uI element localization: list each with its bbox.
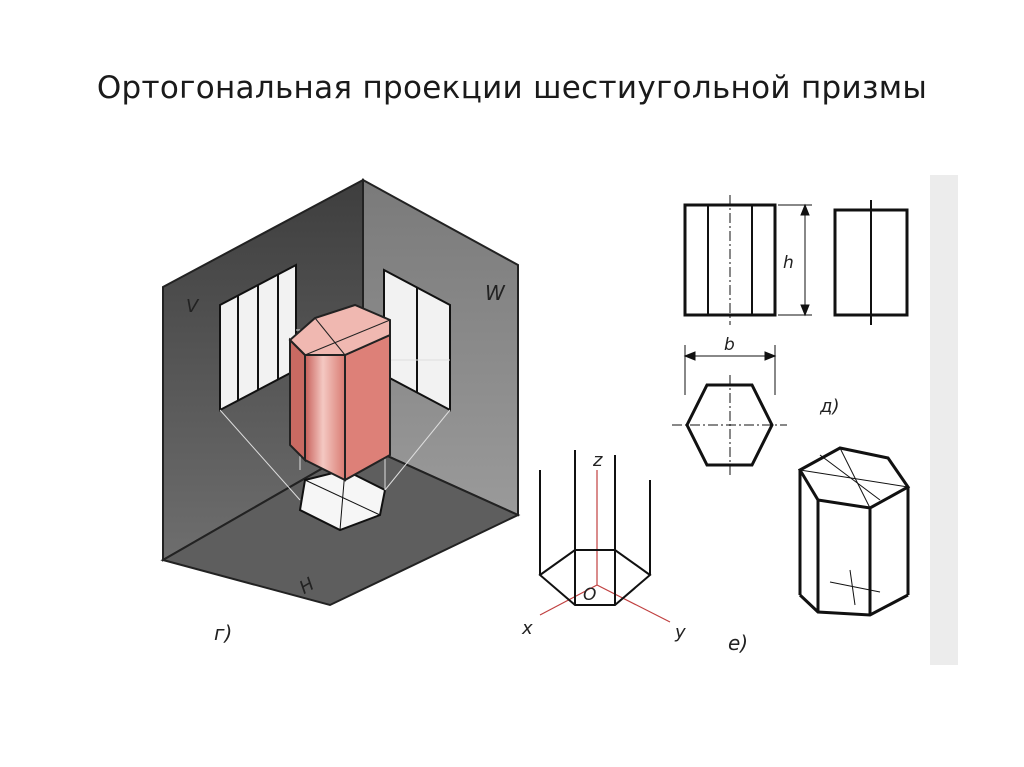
axis-y-label: y [674, 622, 686, 643]
axonometric-sketch: z x y O [521, 450, 686, 643]
figure-g-label: г) [214, 621, 232, 645]
dimension-b-label: b [724, 335, 735, 355]
figure-e-label: е) [728, 631, 748, 655]
side-view [833, 200, 909, 325]
plane-w-label: W [485, 281, 506, 305]
front-view [683, 195, 777, 325]
figure-d-label: д) [819, 396, 839, 417]
origin-label: O [583, 585, 596, 605]
scan-edge [930, 175, 958, 665]
figure-g-planes: V W H г) [160, 178, 521, 645]
dimension-h-label: h [783, 253, 794, 273]
hexagonal-prism [288, 303, 391, 482]
dimension-h [778, 203, 812, 317]
dimension-b [683, 345, 777, 395]
figure-e-isometric: е) [728, 446, 911, 655]
slide-title: Ортогональная проекции шестиугольной при… [96, 70, 928, 106]
plane-v-label: V [186, 296, 200, 317]
top-view-hexagon [672, 375, 787, 475]
isometric-prism [797, 446, 911, 617]
axis-x-label: x [521, 618, 533, 639]
figure-d-views: h b д) [672, 195, 909, 475]
axis-z-label: z [592, 450, 603, 471]
prism-base-hexagon [538, 450, 652, 606]
